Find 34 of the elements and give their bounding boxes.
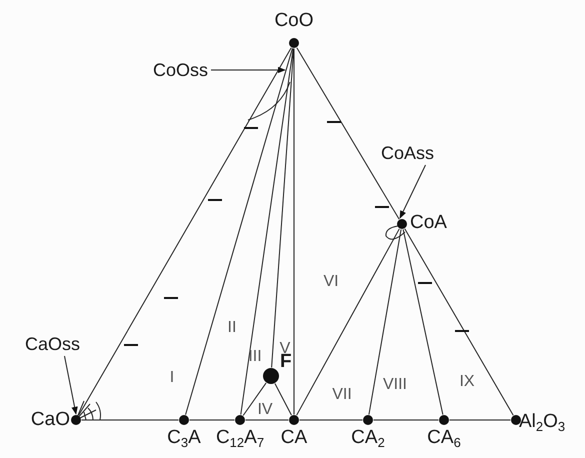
tie-line — [240, 48, 294, 416]
phase-field-label: VI — [323, 273, 339, 291]
tie-line — [296, 47, 400, 220]
leader-arrow — [210, 66, 286, 74]
composition-label: CA — [280, 428, 308, 448]
tie-line — [402, 228, 444, 416]
phase-field-label: IX — [459, 373, 475, 391]
composition-label: CaO — [30, 410, 70, 430]
phase-label: CaOss — [25, 334, 80, 354]
phase-field-label: III — [248, 348, 262, 366]
phase-field-label: VII — [332, 386, 352, 404]
composition-label: Al$_{2}$O$_{3}$ — [519, 412, 566, 432]
composition-label: CA$_{6}$ — [427, 428, 461, 448]
phase-label: CoOss — [153, 60, 208, 80]
phase-label: CoAss — [381, 143, 434, 163]
tie-line — [271, 48, 294, 368]
composition-label: CoO — [274, 11, 314, 31]
composition-label: CA$_{2}$ — [351, 428, 385, 448]
composition-label: CoA — [410, 213, 447, 233]
phase-field-label: IV — [257, 401, 273, 419]
tie-line — [78, 47, 292, 416]
tie-line — [274, 383, 292, 416]
leader-arrow — [400, 164, 426, 219]
composition-label: C$_{12}$A$_{7}$ — [216, 428, 264, 448]
phase-field-label: VIII — [383, 376, 407, 394]
tie-line — [242, 382, 267, 416]
tie-line — [404, 228, 514, 416]
composition-label: C$_{3}$A — [167, 428, 201, 448]
phase-field-label: I — [170, 369, 174, 387]
tie-line — [296, 228, 400, 416]
tie-line — [368, 228, 402, 416]
phase-field-label: II — [228, 319, 236, 337]
tie-line — [185, 48, 293, 416]
leader-arrow — [64, 356, 78, 415]
